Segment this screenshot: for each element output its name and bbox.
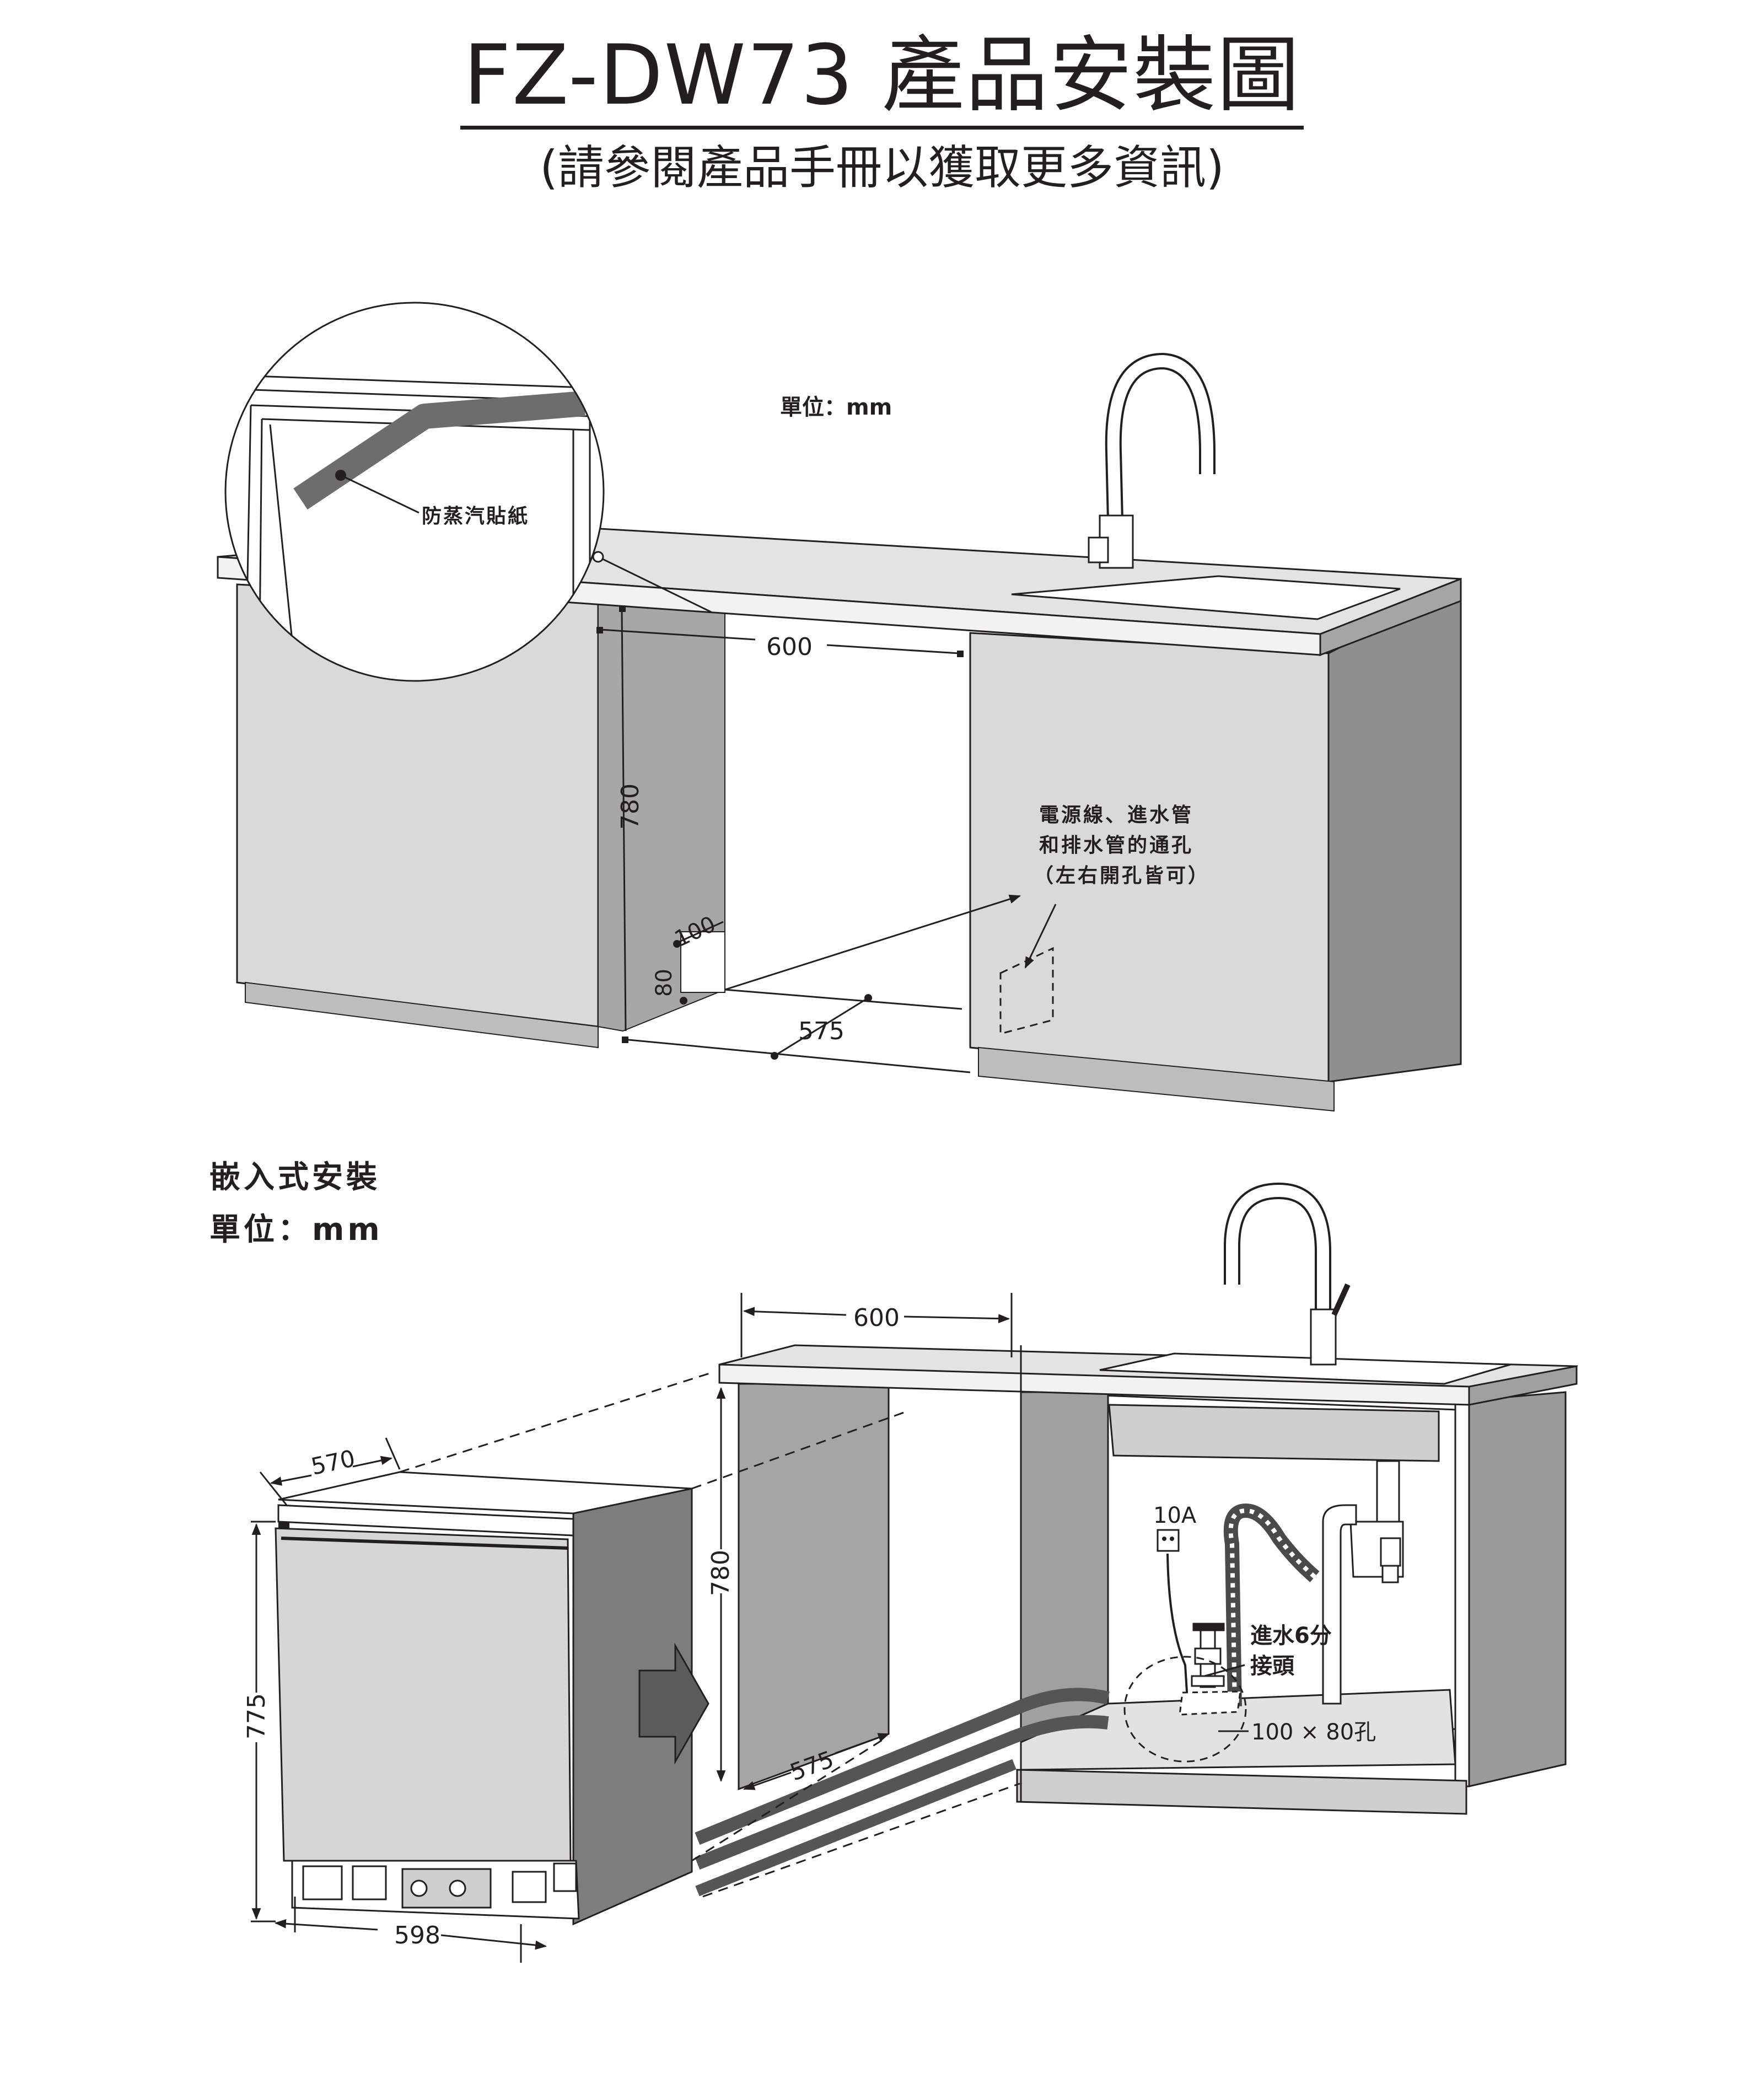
inlet-label-line2: 接頭 <box>1250 1653 1295 1679</box>
floor-hole <box>1179 1690 1241 1716</box>
cabinet-height-label: 780 <box>707 1550 735 1596</box>
callout-circle <box>224 302 605 682</box>
hoses-to-appliance <box>695 1688 1110 1845</box>
page-title: FZ-DW73 產品安裝圖 <box>0 28 1764 130</box>
callout-label: 防蒸汽貼紙 <box>422 505 529 528</box>
callout-connector <box>598 556 712 613</box>
drain-pipe-icon <box>1322 1460 1404 1705</box>
appliance-height-label: 775 <box>243 1693 271 1739</box>
cabinet-left-panel <box>738 1383 890 1791</box>
bottom-sink-basin <box>1108 1404 1440 1462</box>
hole-size-label: 100 × 80孔 <box>1251 1720 1376 1745</box>
height-dim-label: 780 <box>616 783 644 830</box>
hole-note-line1: 電源線、進水管 <box>1039 804 1193 826</box>
inlet-label-line1: 進水6分 <box>1250 1623 1332 1648</box>
appliance-depth-label: 570 <box>309 1444 358 1480</box>
countertop-side <box>1319 577 1462 657</box>
cabinet-right-front <box>1454 1399 1470 1787</box>
appliance-width-label: 598 <box>394 1921 440 1950</box>
guide-dashed-lines <box>399 1372 1020 1898</box>
right-cabinet-base <box>978 1046 1335 1112</box>
cabinet-right-side <box>1468 1391 1567 1787</box>
bottom-countertop-side <box>1468 1365 1578 1406</box>
dimension-lines <box>600 609 1057 1073</box>
bottom-dimension-lines <box>251 1293 1249 1963</box>
bottom-install-diagram: 600 780 575 570 775 598 10A 進水6分 接頭 100 … <box>243 1182 1578 1963</box>
push-arrow-icon <box>638 1642 709 1765</box>
power-socket-icon <box>1157 1529 1180 1552</box>
faucet-icon <box>1088 352 1216 569</box>
left-cabinet-base <box>245 981 599 1049</box>
section-title: 嵌入式安裝 <box>209 1159 380 1195</box>
hole-note-line3: （左右開孔皆可） <box>1034 864 1210 887</box>
depth-dim-label: 575 <box>798 1017 845 1045</box>
dishwasher-door <box>275 1527 572 1862</box>
right-cabinet-front <box>969 632 1330 1083</box>
right-cabinet-side <box>1327 583 1462 1083</box>
hole-outline <box>680 931 725 993</box>
hole-height-dim-label: 80 <box>652 969 677 997</box>
bottom-sink-top <box>1099 1352 1511 1385</box>
bottom-faucet-icon <box>1224 1182 1351 1366</box>
right-hole-dashed <box>999 947 1054 1035</box>
dishwasher-illustration <box>275 1471 693 1926</box>
water-inlet-valve-icon <box>1191 1623 1225 1688</box>
unit-label: 單位：mm <box>780 395 892 420</box>
section-unit-label: 單位：mm <box>209 1212 383 1248</box>
socket-label: 10A <box>1153 1503 1197 1528</box>
cabinet-bottom-rail <box>1016 1769 1467 1815</box>
dimension-endpoints <box>596 605 964 1060</box>
cabinet-width-label: 600 <box>853 1304 900 1332</box>
hole-note-line2: 和排水管的通孔 <box>1039 834 1193 857</box>
width-dim-label: 600 <box>766 633 813 661</box>
sink-basin <box>1011 575 1401 620</box>
power-cord-icon <box>1166 1553 1189 1710</box>
page-subtitle: (請參閱產品手冊以獲取更多資訊) <box>540 141 1224 195</box>
top-cabinet-diagram: 600 780 575 100 80 單位：mm 電源線、進水管 和排水管的通孔… <box>217 302 1462 1112</box>
